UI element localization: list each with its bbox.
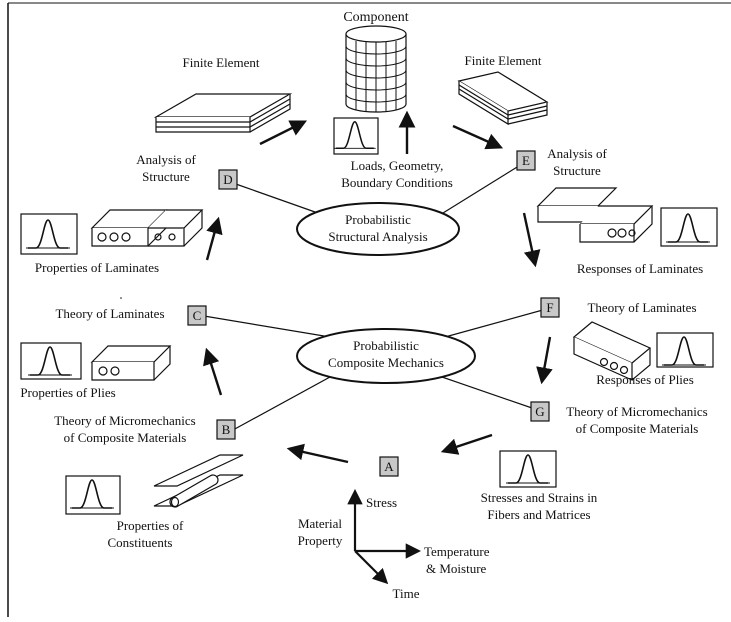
loads-distribution-icon <box>333 117 379 155</box>
laminate-left-plate-icon <box>90 209 204 247</box>
properties-laminates-label: Properties of Laminates <box>35 260 159 275</box>
material-axes-icon <box>347 488 422 585</box>
arrow-laminates-to-d <box>205 216 223 261</box>
responses-laminates-label: Responses of Laminates <box>577 261 703 276</box>
arrow-f-to-g <box>536 336 553 385</box>
constituents-line1: Properties of <box>117 518 184 533</box>
plies-left-distribution-icon <box>20 342 82 380</box>
node-b-letter: B <box>222 422 231 437</box>
center-ellipse-composite: Probabilistic Composite Mechanics <box>296 328 476 384</box>
plies-left-plate-icon <box>90 345 172 381</box>
arrow-d-to-component <box>259 120 308 146</box>
center-composite-line2: Composite Mechanics <box>328 355 444 370</box>
node-a: A <box>379 456 399 477</box>
node-d: D <box>218 169 238 190</box>
material-line2: Property <box>298 533 343 548</box>
node-a-letter: A <box>384 459 394 474</box>
center-structural-line2: Structural Analysis <box>328 229 427 244</box>
finite-element-left-label: Finite Element <box>183 55 260 70</box>
responses-plies-label: Responses of Plies <box>596 372 694 387</box>
stresses-line1: Stresses and Strains in <box>481 490 598 505</box>
node-e: E <box>516 150 536 171</box>
stresses-line2: Fibers and Matrices <box>487 507 590 522</box>
micro-left-line2: of Composite Materials <box>64 430 187 445</box>
component-cylinder-icon <box>345 25 407 113</box>
plies-right-distribution-icon <box>656 332 714 368</box>
laminate-left-distribution-icon <box>20 213 78 255</box>
stress-axis-label: Stress <box>366 495 397 510</box>
temperature-line2: & Moisture <box>426 561 487 576</box>
node-c: C <box>187 305 207 326</box>
material-line1: Material <box>298 516 342 531</box>
center-composite-line1: Probabilistic <box>353 338 419 353</box>
laminate-right-distribution-icon <box>660 207 718 247</box>
node-f-letter: F <box>546 300 553 315</box>
micro-left-line1: Theory of Micromechanics <box>54 413 196 428</box>
analysis-right-line2: Structure <box>553 163 601 178</box>
connector-lines <box>203 163 551 431</box>
node-g: G <box>530 401 550 422</box>
analysis-left-line1: Analysis of <box>136 152 196 167</box>
micro-right-line1: Theory of Micromechanics <box>566 404 708 419</box>
loads-label-line2: Boundary Conditions <box>341 175 453 190</box>
finite-element-right-label: Finite Element <box>465 53 542 68</box>
temperature-line1: Temperature <box>424 544 490 559</box>
analysis-left-line2: Structure <box>142 169 190 184</box>
properties-plies-label: Properties of Plies <box>20 385 115 400</box>
arrow-e-to-responses <box>522 212 541 268</box>
constituents-distribution-icon <box>65 475 121 515</box>
micro-right-line2: of Composite Materials <box>576 421 699 436</box>
node-b: B <box>216 419 236 440</box>
fiber-matrix-icon <box>153 454 244 508</box>
finite-element-left-icon <box>153 93 293 133</box>
component-label: Component <box>343 10 408 25</box>
node-f: F <box>540 297 560 318</box>
stresses-distribution-icon <box>499 450 557 488</box>
center-ellipse-structural: Probabilistic Structural Analysis <box>296 202 460 256</box>
node-c-letter: C <box>193 308 202 323</box>
node-e-letter: E <box>522 153 530 168</box>
node-d-letter: D <box>223 172 232 187</box>
node-g-letter: G <box>535 404 544 419</box>
cycle-arrows <box>203 110 553 464</box>
plies-right-plate-icon <box>572 321 652 381</box>
arrow-b-to-c <box>203 347 223 396</box>
arrow-a-to-b <box>286 443 349 464</box>
stray-dot <box>120 297 122 299</box>
arrow-component-to-e <box>452 124 504 150</box>
center-structural-line1: Probabilistic <box>345 212 411 227</box>
arrow-g-to-a <box>440 433 493 455</box>
analysis-right-line1: Analysis of <box>547 146 607 161</box>
constituents-line2: Constituents <box>107 535 172 550</box>
theory-laminates-right-label: Theory of Laminates <box>587 300 696 315</box>
loads-label-line1: Loads, Geometry, <box>351 158 444 173</box>
theory-laminates-left-label: Theory of Laminates <box>55 306 164 321</box>
finite-element-right-icon <box>457 71 549 126</box>
time-axis-label: Time <box>393 586 420 601</box>
laminate-right-plate-icon <box>536 187 654 243</box>
